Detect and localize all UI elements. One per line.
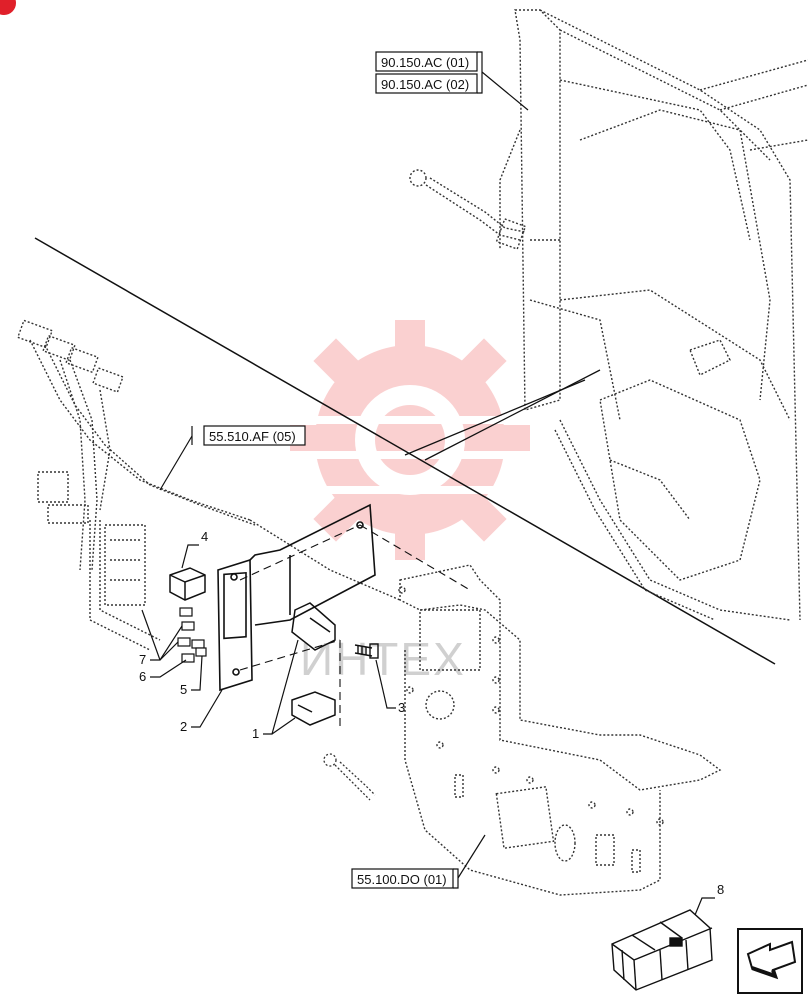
svg-text:7: 7 [139, 652, 146, 667]
next-page-arrow-icon[interactable] [737, 928, 803, 994]
mounting-plate [398, 564, 722, 896]
svg-text:1: 1 [252, 726, 259, 741]
callout-8: 8 [694, 882, 724, 916]
relay [169, 567, 206, 601]
cab-leader-line [424, 369, 601, 461]
callout-6: 6 [139, 659, 187, 684]
callout-2: 2 [180, 689, 223, 734]
ground-cable [409, 169, 527, 250]
reference-label: 90.150.AC (01) [381, 55, 469, 70]
svg-text:6: 6 [139, 669, 146, 684]
svg-text:3: 3 [398, 700, 405, 715]
reference-label: 55.100.DO (01) [357, 872, 447, 887]
cab-frame [499, 9, 808, 621]
callout-3: 3 [375, 659, 405, 715]
callout-4: 4 [181, 529, 208, 569]
mounting-bracket [217, 503, 376, 692]
fuse-set [177, 607, 207, 663]
svg-text:5: 5 [180, 682, 187, 697]
bolt [354, 643, 379, 659]
section-divider-line [34, 237, 776, 665]
callout-5: 5 [180, 655, 203, 697]
svg-text:4: 4 [201, 529, 208, 544]
reference-box-55-510-af-05[interactable]: 55.510.AF (05) [203, 425, 306, 446]
connector-parts [291, 602, 336, 726]
callout-7: 7 [139, 609, 183, 667]
svg-text:8: 8 [717, 882, 724, 897]
short-cable [323, 753, 376, 801]
reference-label: 90.150.AC (02) [381, 77, 469, 92]
callout-1: 1 [252, 639, 299, 741]
reference-box-55-100-do-01[interactable]: 55.100.DO (01) [351, 868, 454, 889]
reference-label: 55.510.AF (05) [209, 429, 296, 444]
reference-box-90-150-ac-01[interactable]: 90.150.AC (01) [375, 51, 478, 72]
kit-crate [611, 909, 713, 991]
reference-box-90-150-ac-02[interactable]: 90.150.AC (02) [375, 73, 478, 94]
svg-text:2: 2 [180, 719, 187, 734]
wiring-harness [16, 319, 401, 651]
badge-icon [0, 0, 16, 15]
watermark-text: ИНТЕХ [300, 633, 466, 685]
assembly-guide-lines [239, 524, 471, 730]
